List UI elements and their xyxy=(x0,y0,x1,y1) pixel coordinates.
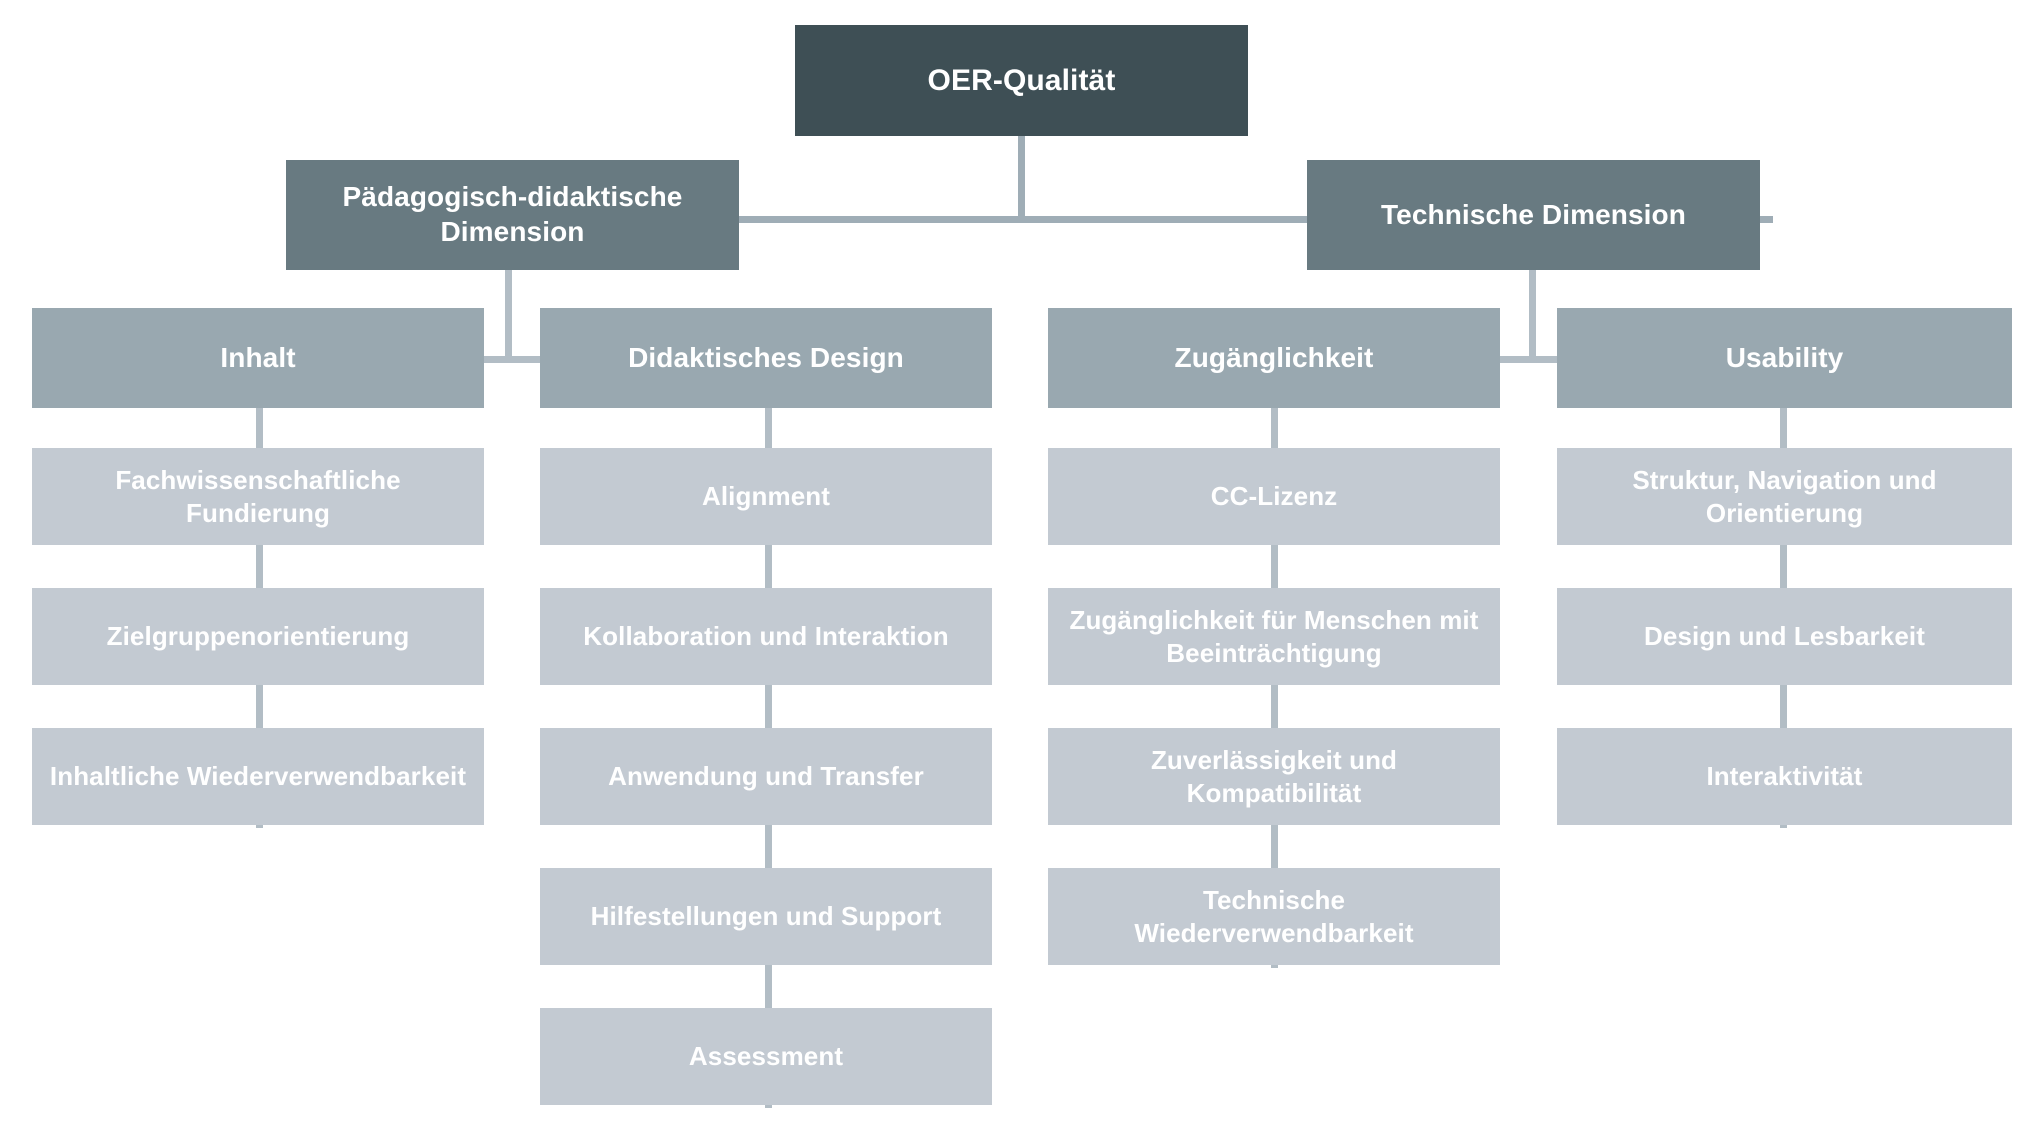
node-criterion-label: Zielgruppenorientierung xyxy=(106,621,410,652)
node-criterion-label: CC-Lizenz xyxy=(1210,481,1338,512)
node-criterion-label: Zugänglichkeit für Menschen mit Beeinträ… xyxy=(1069,605,1479,668)
node-criterion-label: Kollaboration und Interaktion xyxy=(583,621,949,652)
node-criterion-label: Assessment xyxy=(688,1041,844,1072)
node-category-1-label: Inhalt xyxy=(220,341,296,373)
node-criterion-fachwissenschaftliche-fundierung[interactable]: Fachwissenschaftliche Fundierung xyxy=(32,448,484,545)
node-criterion-label: Struktur, Navigation und Orientierung xyxy=(1632,465,1937,528)
node-category-inhalt[interactable]: Inhalt xyxy=(32,308,484,408)
node-criterion-zugaenglichkeit-fuer-menschen-mit-beeintraechtigung[interactable]: Zugänglichkeit für Menschen mit Beeinträ… xyxy=(1048,588,1500,685)
node-criterion-design-und-lesbarkeit[interactable]: Design und Lesbarkeit xyxy=(1557,588,2012,685)
node-criterion-zielgruppenorientierung[interactable]: Zielgruppenorientierung xyxy=(32,588,484,685)
node-category-2-label: Didaktisches Design xyxy=(628,341,904,373)
node-dimension-technische[interactable]: Technische Dimension xyxy=(1307,160,1760,270)
node-root-label: OER-Qualität xyxy=(927,63,1116,97)
node-dimension-paedagogisch-didaktisch[interactable]: Pädagogisch-didaktische Dimension xyxy=(286,160,739,270)
connector-dim2-vertical xyxy=(1529,270,1536,360)
node-category-zugaenglichkeit[interactable]: Zugänglichkeit xyxy=(1048,308,1500,408)
node-criterion-cc-lizenz[interactable]: CC-Lizenz xyxy=(1048,448,1500,545)
node-category-usability[interactable]: Usability xyxy=(1557,308,2012,408)
node-criterion-label: Zuverlässigkeit und Kompatibilität xyxy=(1150,745,1398,808)
node-root-oer-qualitaet[interactable]: OER-Qualität xyxy=(795,25,1248,136)
node-criterion-label: Inhaltliche Wiederverwendbarkeit xyxy=(49,761,467,792)
node-criterion-label: Technische Wiederverwendbarkeit xyxy=(1134,885,1414,948)
node-criterion-label: Interaktivität xyxy=(1706,761,1863,792)
node-criterion-technische-wiederverwendbarkeit[interactable]: Technische Wiederverwendbarkeit xyxy=(1048,868,1500,965)
node-criterion-zuverlaessigkeit-und-kompatibilitaet[interactable]: Zuverlässigkeit und Kompatibilität xyxy=(1048,728,1500,825)
node-criterion-inhaltliche-wiederverwendbarkeit[interactable]: Inhaltliche Wiederverwendbarkeit xyxy=(32,728,484,825)
connector-col3-chain xyxy=(1271,408,1278,968)
node-criterion-hilfestellungen-und-support[interactable]: Hilfestellungen und Support xyxy=(540,868,992,965)
connector-dim2-spine xyxy=(1277,356,1787,363)
node-criterion-label: Design und Lesbarkeit xyxy=(1644,621,1925,652)
node-criterion-label: Fachwissenschaftliche Fundierung xyxy=(115,465,401,528)
node-criterion-label: Alignment xyxy=(701,481,830,512)
node-category-3-label: Zugänglichkeit xyxy=(1174,341,1374,373)
node-dimension-1-label: Pädagogisch-didaktische Dimension xyxy=(342,181,683,247)
connector-dim1-spine xyxy=(256,356,771,363)
node-criterion-interaktivitaet[interactable]: Interaktivität xyxy=(1557,728,2012,825)
node-criterion-struktur-navigation-und-orientierung[interactable]: Struktur, Navigation und Orientierung xyxy=(1557,448,2012,545)
node-criterion-kollaboration-und-interaktion[interactable]: Kollaboration und Interaktion xyxy=(540,588,992,685)
node-criterion-label: Hilfestellungen und Support xyxy=(590,901,942,932)
connector-root-vertical xyxy=(1018,136,1025,222)
node-category-didaktisches-design[interactable]: Didaktisches Design xyxy=(540,308,992,408)
connector-dimension-spine xyxy=(735,216,1773,223)
node-criterion-assessment[interactable]: Assessment xyxy=(540,1008,992,1105)
node-category-4-label: Usability xyxy=(1725,341,1844,373)
node-dimension-2-label: Technische Dimension xyxy=(1381,198,1686,230)
node-criterion-alignment[interactable]: Alignment xyxy=(540,448,992,545)
node-criterion-anwendung-und-transfer[interactable]: Anwendung und Transfer xyxy=(540,728,992,825)
connector-dim1-vertical xyxy=(505,270,512,360)
node-criterion-label: Anwendung und Transfer xyxy=(608,761,924,792)
